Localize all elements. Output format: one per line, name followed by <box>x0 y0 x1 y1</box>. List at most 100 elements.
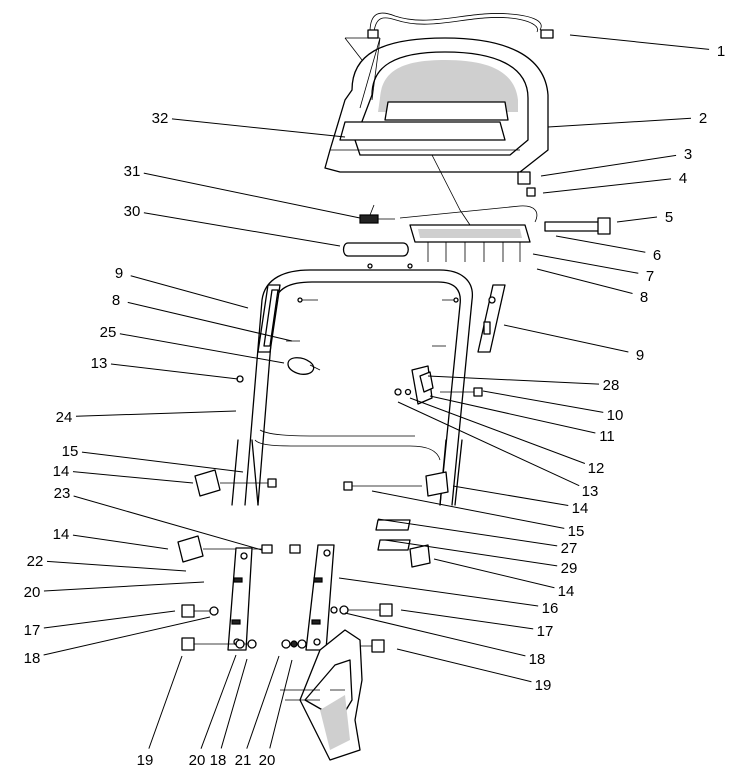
callout-c14d: 14 <box>558 583 575 600</box>
callout-c4: 4 <box>679 170 687 187</box>
callout-c9a: 9 <box>115 265 123 282</box>
leader-line-c23 <box>73 495 263 551</box>
callout-c32: 32 <box>152 110 169 127</box>
leader-line-c28 <box>427 375 600 385</box>
callout-c5: 5 <box>665 209 673 226</box>
fasteners <box>181 603 393 653</box>
callout-c21: 21 <box>235 752 252 769</box>
callout-c2: 2 <box>699 110 707 127</box>
callout-c25: 25 <box>100 324 117 341</box>
callout-c1: 1 <box>717 43 725 60</box>
callout-c30: 30 <box>124 203 141 220</box>
callout-c18c: 18 <box>210 752 227 769</box>
leader-line-c5 <box>616 216 658 223</box>
callout-c12: 12 <box>588 460 605 477</box>
cable-guide-25 <box>236 357 321 383</box>
leader-line-c6 <box>555 235 646 253</box>
callout-c20b: 20 <box>189 752 206 769</box>
callout-c20a: 20 <box>24 584 41 601</box>
leader-line-c21 <box>246 655 280 749</box>
screws <box>286 297 459 347</box>
callout-c14c: 14 <box>53 526 70 543</box>
leader-line-c17b <box>400 609 534 630</box>
mower-deck-section <box>280 629 363 761</box>
callout-c14b: 14 <box>53 463 70 480</box>
leader-line-c25 <box>119 333 285 364</box>
switch-assembly-28 <box>394 365 483 405</box>
leader-line-c7 <box>532 253 639 274</box>
control-cable <box>367 12 554 39</box>
leader-line-c20b <box>200 654 237 749</box>
callout-c8b: 8 <box>112 292 120 309</box>
leader-line-c14d <box>433 558 555 589</box>
callout-c15b: 15 <box>568 523 585 540</box>
leader-line-c13a <box>110 363 239 380</box>
callout-c13b: 13 <box>582 483 599 500</box>
leader-line-c4 <box>542 178 672 194</box>
leader-line-c17a <box>43 610 176 629</box>
leader-line-c14c <box>72 534 169 550</box>
upper-handle <box>324 37 549 173</box>
side-bracket-left-9 <box>257 284 281 353</box>
leader-line-c30 <box>143 212 341 247</box>
leader-line-c16 <box>338 577 539 607</box>
callout-c19b: 19 <box>137 752 154 769</box>
knob-14-a <box>194 469 277 497</box>
adjustment-link-right <box>305 544 335 651</box>
leader-line-c27 <box>377 518 558 547</box>
callout-c8a: 8 <box>640 289 648 306</box>
leader-line-c14a <box>452 485 569 506</box>
callout-c22: 22 <box>27 553 44 570</box>
knob-14-d <box>409 544 431 568</box>
callout-c6: 6 <box>653 247 661 264</box>
leader-line-c18c <box>220 658 248 749</box>
callout-c19a: 19 <box>535 677 552 694</box>
bail-lever-assembly <box>399 154 611 262</box>
torsion-spring-31 <box>359 204 395 224</box>
leader-line-c13b <box>397 401 580 487</box>
callout-c18b: 18 <box>529 651 546 668</box>
leader-line-c20a <box>43 581 205 592</box>
callout-c16: 16 <box>542 600 559 617</box>
callout-c11: 11 <box>599 428 615 445</box>
leader-line-c32 <box>171 118 346 138</box>
callout-c31: 31 <box>124 163 141 180</box>
handle-grip-30 <box>342 242 413 269</box>
callout-c28: 28 <box>603 377 620 394</box>
callout-c3: 3 <box>684 146 692 163</box>
leader-line-c19a <box>396 648 532 683</box>
leader-line-c15a <box>81 451 244 473</box>
callout-c18a: 18 <box>24 650 41 667</box>
leader-line-c18b <box>344 612 526 657</box>
callout-c10: 10 <box>607 407 624 424</box>
leader-line-c3 <box>540 154 677 177</box>
adjustment-link-left <box>227 547 253 651</box>
leader-line-c29 <box>384 539 558 567</box>
callout-c14a: 14 <box>572 500 589 517</box>
leader-line-c20c <box>269 659 293 749</box>
leader-line-c18a <box>43 616 211 656</box>
side-bracket-right-9 <box>477 284 506 353</box>
handle-grip-bar-32 <box>339 121 506 141</box>
leader-line-c9b <box>503 324 629 353</box>
callout-c24: 24 <box>56 409 73 426</box>
middle-handle-24 <box>244 269 473 506</box>
leader-line-c12 <box>409 397 586 464</box>
callout-c13a: 13 <box>91 355 108 372</box>
callout-c23: 23 <box>54 485 71 502</box>
leader-line-c24 <box>75 410 237 417</box>
leader-line-c1 <box>569 34 710 50</box>
leader-line-c31 <box>143 172 361 219</box>
leader-line-c8b <box>127 301 293 342</box>
callout-c17b: 17 <box>537 623 554 640</box>
leader-line-c19b <box>148 655 183 749</box>
callout-c15a: 15 <box>62 443 79 460</box>
callout-c17a: 17 <box>24 622 41 639</box>
callout-c29: 29 <box>561 560 578 577</box>
leader-line-c22 <box>46 560 187 572</box>
leader-line-c15b <box>371 490 565 529</box>
callout-c27: 27 <box>561 540 578 557</box>
leader-line-c2 <box>547 117 692 128</box>
